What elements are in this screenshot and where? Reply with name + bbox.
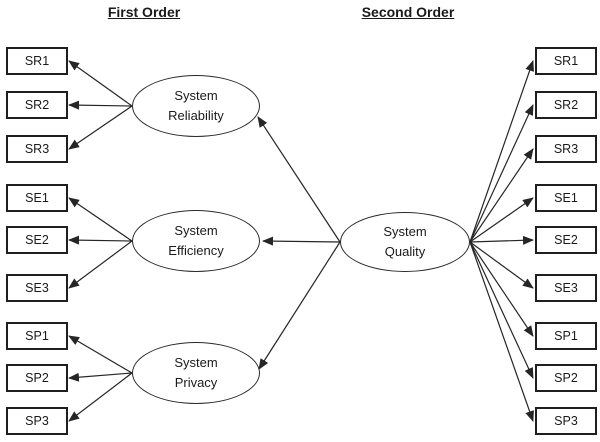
loading-arrow-system-efficiency-to-se2 xyxy=(68,235,133,245)
indicator-box-sp3-right: SP3 xyxy=(535,407,597,435)
arrow-edges xyxy=(68,60,534,422)
loading-arrow-system-efficiency-to-se3 xyxy=(68,240,133,289)
loading-arrow-system-privacy-to-sp3 xyxy=(68,372,133,422)
loading-arrow-system-quality-to-se3-right xyxy=(469,241,534,289)
latent-system-efficiency: System Efficiency xyxy=(132,210,260,272)
loading-arrow-system-privacy-to-sp1 xyxy=(68,335,133,374)
latent-label-line: Quality xyxy=(384,244,426,259)
latent-system-privacy: System Privacy xyxy=(132,342,260,404)
indicator-box-sp2-left: SP2 xyxy=(6,364,68,392)
loading-arrow-system-privacy-to-sp2 xyxy=(68,372,133,382)
indicator-box-se2-right: SE2 xyxy=(535,226,597,254)
indicator-box-se1-right: SE1 xyxy=(535,184,597,212)
loading-arrow-system-reliability-to-sr2 xyxy=(68,100,133,110)
indicator-box-sp2-right: SP2 xyxy=(535,364,597,392)
loading-arrow-system-reliability-to-sr1 xyxy=(68,60,133,107)
latent-system-quality: System Quality xyxy=(340,212,470,272)
indicator-box-sr3-left: SR3 xyxy=(6,135,68,163)
indicator-box-sp1-right: SP1 xyxy=(535,322,597,350)
latent-label-line: Efficiency xyxy=(168,243,224,258)
loading-arrow-system-quality-to-se2-right xyxy=(469,235,534,245)
latent-label-line: System xyxy=(174,88,218,103)
loading-arrow-system-efficiency-to-se1 xyxy=(68,197,133,242)
path-arrow-system-quality-to-system-efficiency xyxy=(262,236,341,246)
loading-arrow-system-quality-to-sp2-right xyxy=(469,241,534,379)
indicator-box-se2-left: SE2 xyxy=(6,226,68,254)
first-order-heading: First Order xyxy=(107,4,181,20)
latent-label-line: System xyxy=(174,355,218,370)
second-order-heading: Second Order xyxy=(361,4,455,20)
indicator-box-sr1-right: SR1 xyxy=(535,47,597,75)
loading-arrow-system-quality-to-se1-right xyxy=(469,197,534,243)
loading-arrow-system-quality-to-sr1-right xyxy=(469,60,534,243)
latent-label-line: Reliability xyxy=(168,108,224,123)
indicator-box-se3-left: SE3 xyxy=(6,274,68,302)
latent-label-line: Privacy xyxy=(174,375,218,390)
indicator-box-sr2-right: SR2 xyxy=(535,91,597,119)
loading-arrow-system-quality-to-sp3-right xyxy=(469,241,534,422)
indicator-box-sp3-left: SP3 xyxy=(6,407,68,435)
path-arrow-system-quality-to-system-privacy xyxy=(258,241,341,370)
latent-label-line: System xyxy=(174,223,218,238)
indicator-box-se1-left: SE1 xyxy=(6,184,68,212)
indicator-box-sr3-right: SR3 xyxy=(535,135,597,163)
loading-arrow-system-reliability-to-sr3 xyxy=(68,105,133,150)
loading-arrow-system-quality-to-sr2-right xyxy=(469,104,534,243)
indicator-box-sp1-left: SP1 xyxy=(6,322,68,350)
loading-arrow-system-quality-to-sr3-right xyxy=(469,148,534,243)
indicator-box-se3-right: SE3 xyxy=(535,274,597,302)
indicator-box-sr1-left: SR1 xyxy=(6,47,68,75)
indicator-box-sr2-left: SR2 xyxy=(6,91,68,119)
latent-system-reliability: System Reliability xyxy=(132,75,260,137)
path-arrow-system-quality-to-system-reliability xyxy=(257,116,341,243)
loading-arrow-system-quality-to-sp1-right xyxy=(469,241,534,337)
latent-label-line: System xyxy=(383,224,427,239)
